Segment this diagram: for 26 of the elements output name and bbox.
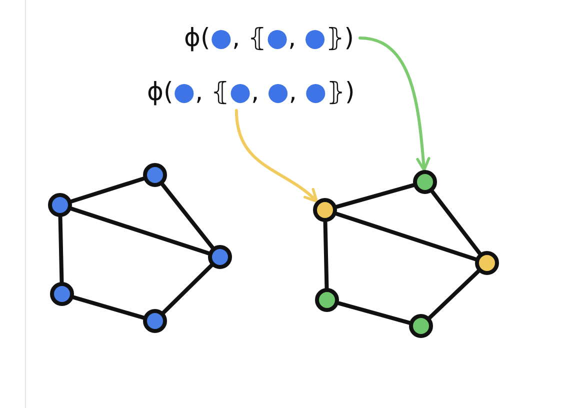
node-circle (143, 309, 167, 333)
arrow (358, 36, 430, 172)
graph-edge (334, 183, 416, 209)
graph-edge (58, 215, 64, 284)
node-circle (48, 193, 72, 217)
node-circle (50, 282, 74, 306)
node-circle (409, 314, 433, 338)
graph-edge (428, 269, 480, 320)
node-circle (208, 245, 232, 269)
node-circle (143, 163, 167, 187)
graph-edge (336, 301, 412, 325)
arrow (234, 109, 318, 203)
node-circle (475, 251, 499, 275)
graph-edge (162, 263, 214, 315)
node-circle (413, 170, 437, 194)
graph-edge (334, 212, 478, 262)
graph-edge (160, 182, 215, 250)
node-circle (315, 288, 339, 312)
graph-edge (72, 295, 146, 320)
graph-edge (69, 206, 211, 256)
formula-text: ϕ(●, ⦃●, ●⦄) (184, 24, 354, 52)
formula-text: ϕ(●, ⦃●, ●, ●⦄) (147, 78, 355, 106)
graph-edge (69, 176, 146, 204)
node-circle (313, 198, 337, 222)
graph-edge (430, 190, 482, 256)
graph-edge (323, 220, 329, 290)
